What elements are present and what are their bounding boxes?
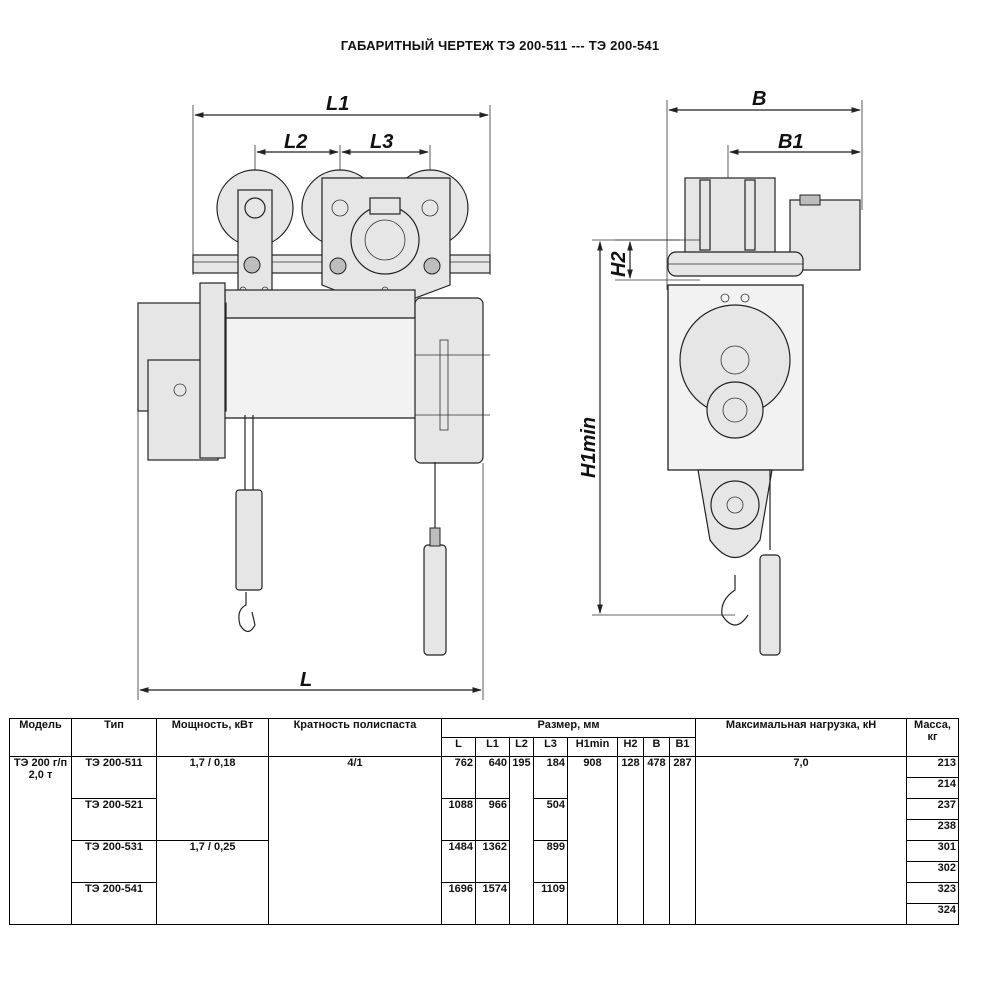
cell-H2: 128 [617,756,644,925]
cell-L1: 1362 [475,840,510,883]
subheader-B: B [643,737,670,757]
cell-mass: 302 [906,861,959,883]
specifications-table: Модель Тип Мощность, кВт Кратность полис… [9,718,959,925]
header-model: Модель [9,718,72,757]
cell-L: 1696 [441,882,476,925]
cell-model: ТЭ 200 г/п 2,0 т [9,756,72,925]
dim-label-H2: H2 [608,251,630,277]
cell-mass: 323 [906,882,959,904]
table-row: 324 [10,903,959,925]
cell-mass: 324 [906,903,959,925]
dim-label-B: B [752,88,766,110]
subheader-L1: L1 [475,737,510,757]
subheader-B1: B1 [669,737,696,757]
dim-label-H1min: H1min [578,417,600,478]
page-title: ГАБАРИТНЫЙ ЧЕРТЕЖ ТЭ 200-511 --- ТЭ 200-… [340,38,660,53]
table-row: ТЭ 200-531 1,7 / 0,25 1484 1362 899 301 [10,840,959,925]
cell-reeving: 4/1 [268,756,442,925]
cell-mass: 301 [906,840,959,862]
side-view: B B1 H2 [578,88,863,656]
cell-power: 1,7 / 0,25 [156,840,269,925]
cell-L: 1484 [441,840,476,883]
header-mass: Масса, кг [906,718,959,757]
cell-mass: 237 [906,798,959,820]
dim-label-L3: L3 [370,131,393,153]
header-max-load: Максимальная нагрузка, кН [695,718,907,757]
subheader-H1min: H1min [567,737,618,757]
dim-label-L: L [300,669,312,691]
cell-L3: 184 [533,756,568,799]
dim-label-L2: L2 [284,131,307,153]
cell-L1: 966 [475,798,510,841]
dim-label-B1: B1 [778,131,804,153]
subheader-H2: H2 [617,737,644,757]
cell-L2: 195 [509,756,534,925]
dim-label-L1: L1 [326,93,349,115]
cell-L1: 640 [475,756,510,799]
cell-type: ТЭ 200-511 [71,756,157,799]
cell-type: ТЭ 200-541 [71,882,157,925]
cell-mass: 213 [906,756,959,778]
cell-mass: 238 [906,819,959,841]
subheader-L3: L3 [533,737,568,757]
front-view: L1 L2 L3 [137,93,491,700]
header-type: Тип [71,718,157,757]
header-power: Мощность, кВт [156,718,269,757]
header-reeving: Кратность полиспаста [268,718,442,757]
cell-H1min: 908 [567,756,618,925]
cell-L3: 899 [533,840,568,883]
table-row: ТЭ 200 г/п 2,0 т ТЭ 200-511 1,7 / 0,18 4… [9,756,959,925]
subheader-L: L [441,737,476,757]
technical-drawing: L1 L2 L3 [137,88,863,700]
cell-L: 762 [441,756,476,799]
cell-B: 478 [643,756,670,925]
cell-B1: 287 [669,756,696,925]
cell-L3: 1109 [533,882,568,925]
cell-type: ТЭ 200-521 [71,798,157,841]
cell-type: ТЭ 200-531 [71,840,157,883]
cell-L: 1088 [441,798,476,841]
cell-L3: 504 [533,798,568,841]
cell-max-load: 7,0 [695,756,907,925]
cell-power: 1,7 / 0,18 [156,756,269,841]
header-size: Размер, мм [441,718,696,738]
table-row: ТЭ 200-541 1696 1574 1109 323 [10,882,959,925]
table-row: ТЭ 200-521 1088 966 504 237 [10,798,959,841]
cell-L1: 1574 [475,882,510,925]
cell-mass: 214 [906,777,959,799]
subheader-L2: L2 [509,737,534,757]
table-row: 214 [10,777,959,799]
table-row: 238 [10,819,959,841]
